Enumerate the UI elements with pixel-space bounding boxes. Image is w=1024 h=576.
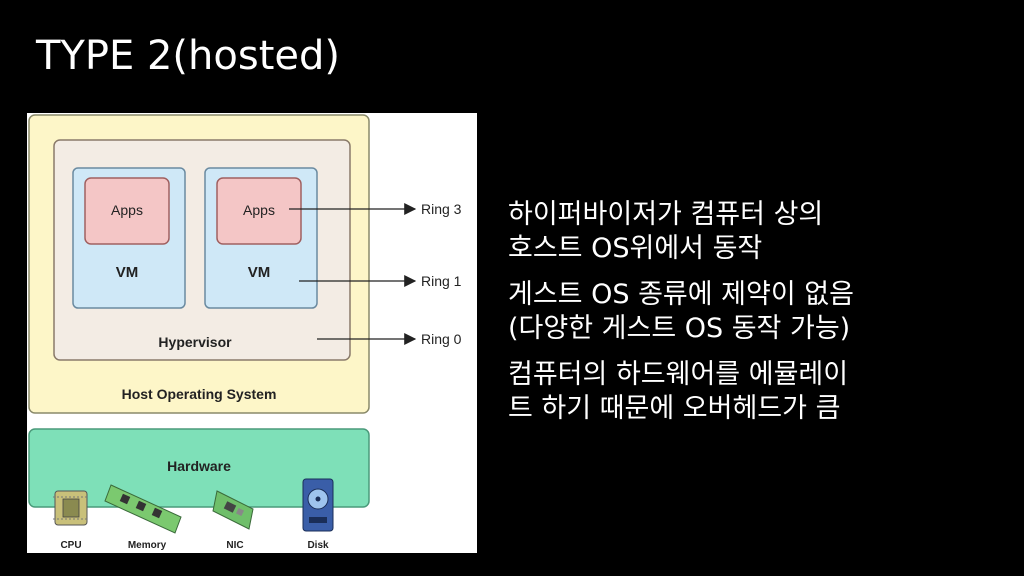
disk-icon — [302, 478, 334, 532]
bullet-line: 게스트 OS 종류에 제약이 없음 — [508, 279, 854, 310]
apps-label-1: Apps — [111, 202, 143, 218]
vm-label-1: VM — [116, 264, 139, 281]
bullet-item-1: 하이퍼바이저가 컴퓨터 상의 호스트 OS위에서 동작 — [508, 198, 1008, 266]
bullet-line: 호스트 OS위에서 동작 — [508, 233, 763, 264]
hardware-label: Hardware — [167, 458, 231, 474]
apps-box-2 — [216, 177, 302, 245]
bullet-line: (다양한 게스트 OS 동작 가능) — [508, 313, 851, 344]
diagram-svg: Apps VM Apps VM Hypervisor Host Operatin… — [28, 114, 462, 551]
nic-icon — [212, 490, 254, 530]
ring3-label: Ring 3 — [421, 201, 462, 217]
cpu-icon — [53, 490, 89, 526]
bullet-line: 트 하기 때문에 오버헤드가 큼 — [508, 393, 841, 424]
bullet-item-2: 게스트 OS 종류에 제약이 없음 (다양한 게스트 OS 동작 가능) — [508, 278, 1008, 346]
cpu-label: CPU — [60, 540, 81, 551]
ring1-label: Ring 1 — [421, 273, 462, 289]
apps-box-1 — [84, 177, 170, 245]
hosted-hypervisor-diagram: Apps VM Apps VM Hypervisor Host Operatin… — [27, 113, 477, 553]
slide-title: TYPE 2(hosted) — [36, 33, 340, 79]
memory-icon — [104, 484, 182, 534]
bullet-line: 하이퍼바이저가 컴퓨터 상의 — [508, 199, 824, 230]
host-os-label: Host Operating System — [122, 386, 277, 402]
bullet-line: 컴퓨터의 하드웨어를 에뮬레이 — [508, 359, 849, 390]
ring0-label: Ring 0 — [421, 331, 462, 347]
hypervisor-label: Hypervisor — [158, 334, 232, 350]
apps-label-2: Apps — [243, 202, 275, 218]
nic-label: NIC — [226, 540, 243, 551]
vm-label-2: VM — [248, 264, 271, 281]
memory-label: Memory — [128, 540, 167, 551]
bullet-list: 하이퍼바이저가 컴퓨터 상의 호스트 OS위에서 동작 게스트 OS 종류에 제… — [508, 198, 1008, 438]
bullet-item-3: 컴퓨터의 하드웨어를 에뮬레이 트 하기 때문에 오버헤드가 큼 — [508, 358, 1008, 426]
disk-label: Disk — [307, 540, 329, 551]
